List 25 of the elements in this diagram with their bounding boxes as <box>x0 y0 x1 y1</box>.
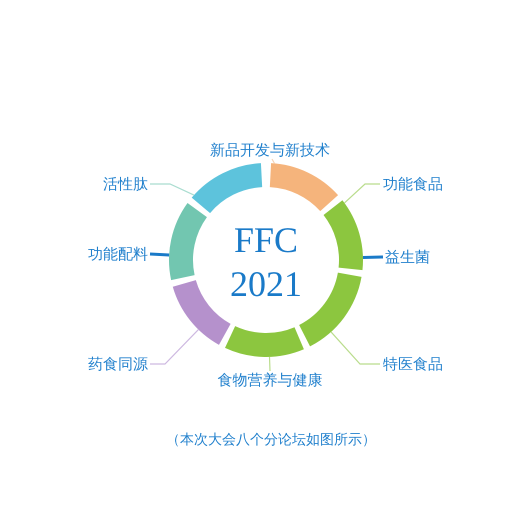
topic-label: 益生菌 <box>385 248 430 266</box>
leader-line <box>268 356 271 372</box>
leader-line <box>150 329 199 365</box>
topic-label: 新品开发与新技术 <box>210 141 330 159</box>
ring-segment <box>192 163 262 214</box>
ring-segment <box>299 272 362 346</box>
ring-segment <box>172 280 231 345</box>
topic-label: 特医食品 <box>383 355 443 373</box>
leader-line <box>344 183 380 204</box>
topic-label: 食物营养与健康 <box>218 371 322 389</box>
ring-segment <box>169 202 207 280</box>
leader-line <box>271 158 275 164</box>
ring-segment <box>270 163 338 212</box>
ring-segment <box>324 200 363 270</box>
leader-line <box>362 256 384 260</box>
topic-label: 药食同源 <box>88 355 148 373</box>
leader-line <box>330 332 380 365</box>
ring-segment <box>225 326 304 357</box>
caption: （本次大会八个分论坛如图所示） <box>166 431 376 449</box>
leader-line <box>150 183 194 196</box>
topic-label: 活性肽 <box>103 175 148 193</box>
leader-line <box>150 252 170 256</box>
topic-label: 功能配料 <box>88 245 148 263</box>
topic-label: 功能食品 <box>383 175 443 193</box>
center-title: FFC 2021 <box>229 219 303 306</box>
